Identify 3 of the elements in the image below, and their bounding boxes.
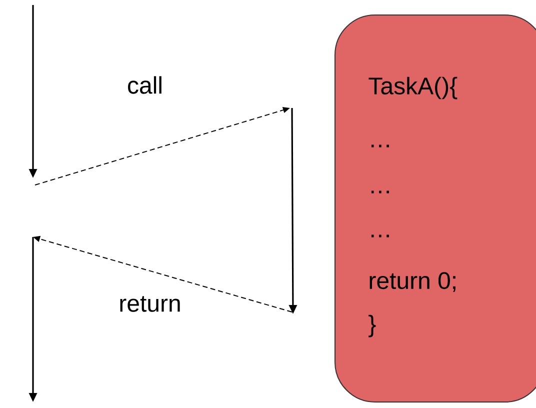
flow-label: call [128,76,162,94]
code-box: TaskA(){ … … … return 0; } [334,14,536,402]
flow-label: return [120,296,180,312]
